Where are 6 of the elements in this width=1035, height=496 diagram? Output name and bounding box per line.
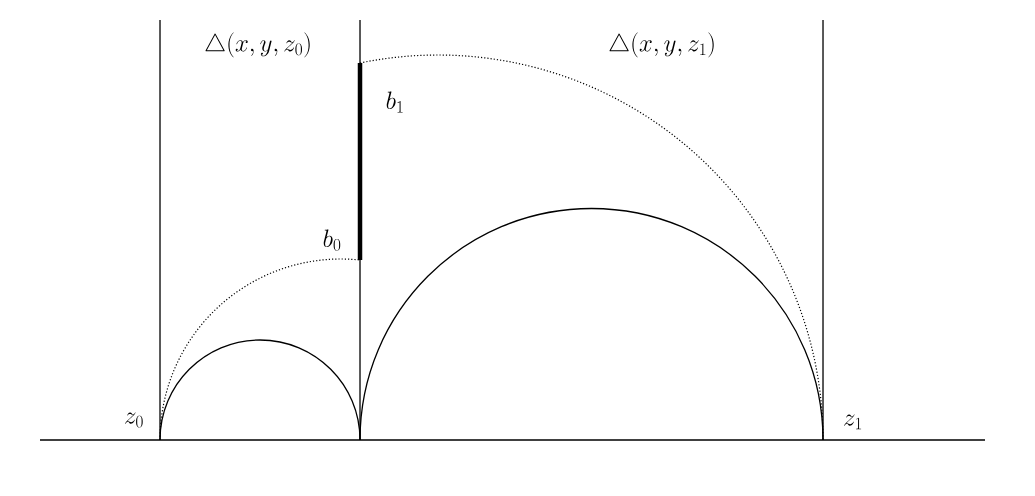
region-label: $\triangle(x,y,z_1)$ (609, 32, 714, 58)
point-label: $b_0$ (323, 229, 341, 251)
point-label: $z_1$ (844, 414, 862, 430)
region-label: $\triangle(x,y,z_0)$ (205, 32, 310, 58)
point-label: $b_1$ (386, 91, 403, 113)
point-label: $z_0$ (125, 412, 143, 428)
